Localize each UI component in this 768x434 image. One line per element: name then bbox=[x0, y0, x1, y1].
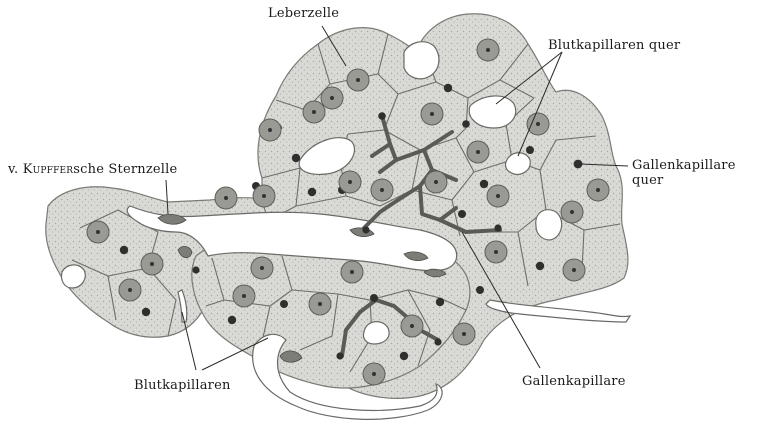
nucleolus-22 bbox=[596, 188, 600, 192]
nucleolus-8 bbox=[348, 180, 352, 184]
nucleolus-11 bbox=[224, 196, 228, 200]
label-gallenkapillare-quer-line1: Gallenkapillare bbox=[632, 158, 736, 173]
capillary-cross-3 bbox=[505, 153, 530, 175]
nucleolus-13 bbox=[150, 262, 154, 266]
nucleolus-28 bbox=[268, 128, 272, 132]
nucleolus-27 bbox=[312, 110, 316, 114]
nucleolus-9 bbox=[380, 188, 384, 192]
label-gallenkapillare-quer-line2: quer bbox=[632, 173, 736, 188]
nucleolus-26 bbox=[372, 372, 376, 376]
nucleolus-7 bbox=[496, 194, 500, 198]
nucleolus-3 bbox=[430, 112, 434, 116]
nucleolus-23 bbox=[572, 268, 576, 272]
nucleolus-6 bbox=[434, 180, 438, 184]
nucleolus-21 bbox=[570, 210, 574, 214]
nucleolus-19 bbox=[494, 250, 498, 254]
label-blutkapillaren: Blutkapillaren bbox=[134, 378, 231, 393]
nucleolus-10 bbox=[262, 194, 266, 198]
nucleolus-15 bbox=[260, 266, 264, 270]
nucleolus-12 bbox=[96, 230, 100, 234]
capillary-cross-6 bbox=[61, 265, 85, 288]
tissue-body bbox=[46, 14, 628, 399]
sinusoid-top bbox=[404, 42, 439, 79]
nucleolus-14 bbox=[128, 288, 132, 292]
nucleolus-5 bbox=[476, 150, 480, 154]
capillary-cross-4 bbox=[536, 210, 562, 240]
nucleolus-2 bbox=[356, 78, 360, 82]
label-gallenkapillare-quer: Gallenkapillare quer bbox=[632, 158, 736, 188]
nucleolus-25 bbox=[462, 332, 466, 336]
label-leberzelle: Leberzelle bbox=[268, 6, 339, 21]
nucleolus-16 bbox=[242, 294, 246, 298]
capillary-cross-2 bbox=[469, 96, 516, 128]
label-kupffer-name: Kupffer bbox=[23, 162, 74, 177]
label-gallenkapillare: Gallenkapillare bbox=[522, 374, 626, 389]
label-kupffer-suffix: sche Sternzelle bbox=[73, 162, 177, 177]
nucleolus-4 bbox=[330, 96, 334, 100]
capillary-cross-5 bbox=[363, 322, 389, 344]
nucleolus-17 bbox=[318, 302, 322, 306]
nucleolus-1 bbox=[486, 48, 490, 52]
nucleolus-20 bbox=[536, 122, 540, 126]
label-kupffer-sternzelle: v. Kupffersche Sternzelle bbox=[8, 162, 177, 177]
nucleolus-24 bbox=[410, 324, 414, 328]
label-blutkapillaren-quer: Blutkapillaren quer bbox=[548, 38, 680, 53]
label-kupffer-prefix: v. bbox=[8, 162, 18, 177]
nucleolus-18 bbox=[350, 270, 354, 274]
